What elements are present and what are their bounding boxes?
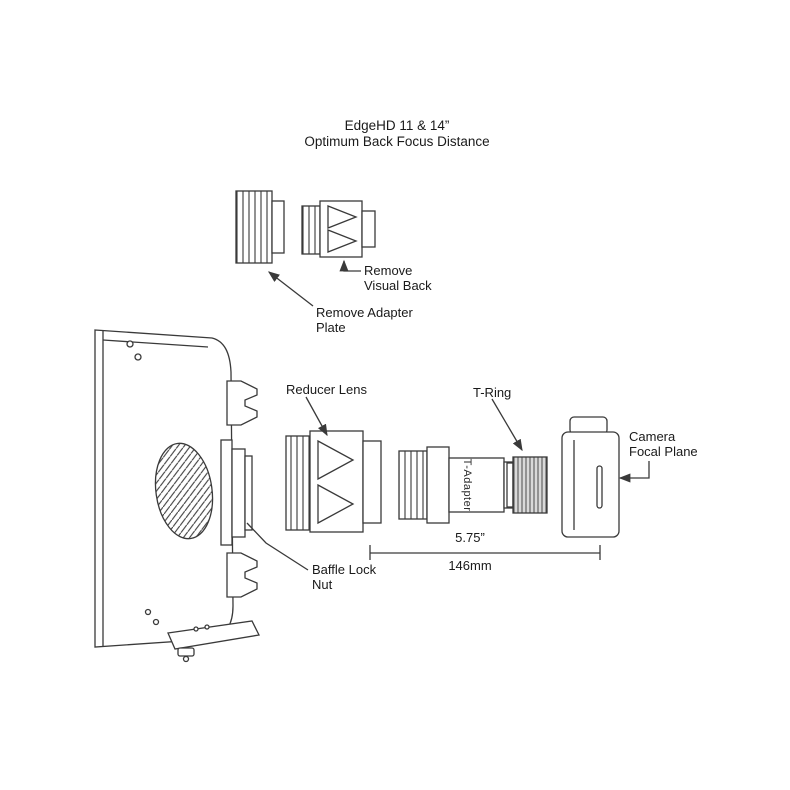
telescope-rear-cell-illustration — [94, 329, 260, 663]
label-t-adapter: T-Adapter — [461, 458, 473, 512]
label-baffle-lock-nut-line2: Nut — [312, 577, 333, 592]
camera-focal-plane-arrow — [618, 461, 650, 483]
label-camera-focal-plane-line2: Focal Plane — [629, 444, 698, 459]
visual-back-illustration — [301, 200, 376, 258]
dimension-mm: 146mm — [448, 558, 492, 573]
label-remove-visual-back-line1: Remove — [364, 263, 413, 278]
dimension-inches: 5.75” — [455, 530, 485, 545]
label-baffle-lock-nut: Baffle Lock Nut — [312, 562, 376, 592]
diagram-title-line1: EdgeHD 11 & 14” — [344, 118, 450, 133]
t-ring-arrow — [491, 398, 523, 452]
baffle-lock-nut-part — [220, 439, 253, 546]
label-remove-visual-back-line2: Visual Back — [364, 278, 432, 293]
diagram-title-line2: Optimum Back Focus Distance — [304, 134, 490, 149]
adapter-plate-illustration — [235, 190, 285, 264]
dimension-line — [369, 545, 601, 560]
callout-lines — [246, 259, 650, 571]
label-remove-adapter-plate-line1: Remove Adapter — [316, 305, 413, 320]
baffle-lock-nut-line — [246, 522, 309, 571]
reducer-lens-illustration — [285, 430, 382, 533]
label-remove-adapter-plate: Remove Adapter Plate — [316, 305, 413, 335]
t-adapter-illustration — [398, 446, 513, 524]
label-t-ring: T-Ring — [473, 385, 512, 400]
label-camera-focal-plane-line1: Camera — [629, 429, 676, 444]
bottom-knob — [226, 552, 258, 598]
reducer-lens-arrow — [305, 396, 328, 437]
dovetail-base — [167, 620, 260, 663]
label-reducer-lens: Reducer Lens — [286, 382, 367, 397]
focal-plane-slot — [596, 465, 603, 509]
label-baffle-lock-nut-line1: Baffle Lock — [312, 562, 377, 577]
label-camera-focal-plane: Camera Focal Plane — [629, 429, 698, 459]
mirror-opening-hatched-oval — [154, 442, 214, 540]
t-ring-illustration — [506, 456, 548, 514]
label-remove-visual-back: Remove Visual Back — [364, 263, 432, 293]
camera-illustration — [561, 416, 620, 538]
visual-back-arrow — [339, 259, 361, 272]
top-knob — [226, 380, 258, 426]
diagram-title: EdgeHD 11 & 14” Optimum Back Focus Dista… — [277, 118, 517, 150]
adapter-plate-arrow — [267, 271, 314, 307]
label-remove-adapter-plate-line2: Plate — [316, 320, 346, 335]
